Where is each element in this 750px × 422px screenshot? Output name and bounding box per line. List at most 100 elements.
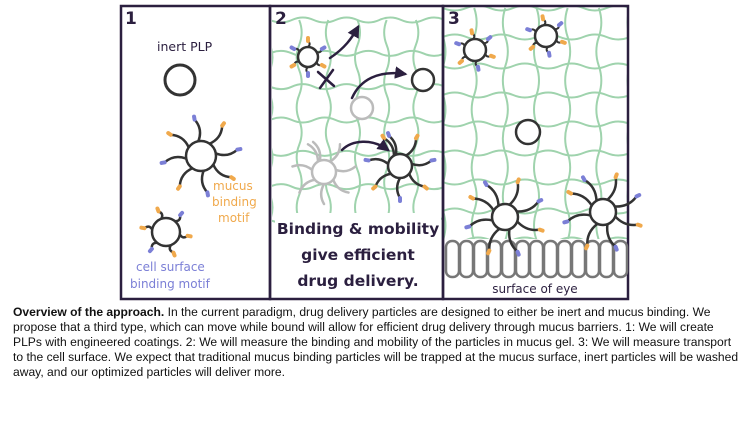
approach-figure: 1 2 3 inert PLP mucus binding motif cell… bbox=[119, 4, 643, 301]
epithelial-cell bbox=[542, 239, 559, 279]
particle-arm bbox=[331, 178, 350, 194]
binding-mobility-line-2: give efficient bbox=[301, 246, 415, 264]
binding-motif-tip bbox=[515, 177, 521, 185]
particle-core bbox=[184, 139, 218, 173]
particle-arm bbox=[471, 197, 495, 212]
binding-motif-tip bbox=[613, 244, 619, 252]
particle-arm bbox=[298, 178, 317, 194]
inert-plp-ghost bbox=[349, 95, 375, 121]
mesh-fiber bbox=[272, 16, 443, 24]
binding-motif-tip bbox=[613, 172, 619, 180]
binding-motif-tip bbox=[584, 243, 590, 251]
binding-motif-tip bbox=[581, 175, 587, 182]
binding-motif-tip bbox=[159, 160, 167, 165]
particle-arm bbox=[200, 169, 209, 194]
particle-arm bbox=[569, 192, 593, 207]
particle-core bbox=[410, 67, 436, 93]
mesh-fiber bbox=[272, 149, 443, 157]
particle-arm bbox=[178, 167, 194, 188]
particle-arm bbox=[606, 175, 618, 202]
mucus-binding-motif-label-2: binding bbox=[212, 195, 257, 209]
binding-motif-tip bbox=[155, 206, 161, 214]
binding-motif-tip bbox=[363, 157, 371, 163]
message-backdrop bbox=[275, 213, 441, 296]
mesh-fiber bbox=[444, 36, 447, 239]
mobile-plp bbox=[363, 131, 437, 203]
particle-arm bbox=[566, 213, 592, 223]
eye-surface-cells bbox=[444, 239, 629, 279]
binding-motif-tip bbox=[525, 27, 533, 33]
binding-motif-tip bbox=[220, 121, 226, 128]
particle-arm bbox=[515, 220, 542, 232]
epithelial-cell bbox=[556, 239, 573, 279]
binding-motif-tip bbox=[634, 193, 642, 199]
panel-1-number: 1 bbox=[125, 9, 137, 29]
trapped-plp-2 bbox=[525, 14, 567, 58]
mesh-fiber bbox=[444, 149, 628, 157]
panel-2-number: 2 bbox=[275, 9, 287, 29]
binding-mobility-line-1: Binding & mobility bbox=[277, 220, 439, 238]
surface-bound-plp bbox=[289, 36, 327, 78]
binding-motif-tip bbox=[536, 198, 544, 204]
mesh-fiber bbox=[501, 7, 509, 239]
particle-core bbox=[490, 202, 520, 232]
epithelial-cell bbox=[598, 239, 615, 279]
particle-core bbox=[533, 23, 559, 49]
particle-core bbox=[163, 63, 197, 97]
inert-washout-arrow bbox=[350, 66, 408, 100]
binding-motif-tip bbox=[562, 219, 570, 225]
binding-motif-tip bbox=[205, 190, 210, 198]
particle-arm bbox=[163, 155, 188, 164]
binding-motif-tip bbox=[486, 35, 493, 42]
particle-arm bbox=[583, 178, 598, 202]
caption-heading: Overview of the approach. bbox=[13, 305, 165, 319]
particle-core bbox=[514, 118, 542, 146]
coated-plp bbox=[159, 114, 243, 198]
cell-surface-binding-motif-label-2: binding motif bbox=[130, 277, 211, 291]
surface-of-eye-label: surface of eye bbox=[492, 282, 577, 296]
particle-arm bbox=[319, 182, 326, 206]
binding-motif-tip bbox=[475, 64, 481, 72]
particle-core bbox=[150, 216, 182, 248]
particle-core bbox=[462, 37, 488, 63]
binding-motif-tip bbox=[454, 41, 462, 47]
particle-core bbox=[588, 197, 618, 227]
binding-motif-tip bbox=[557, 21, 564, 28]
binding-motif-tip bbox=[319, 63, 327, 69]
cross-mark-2 bbox=[318, 68, 335, 90]
particle-arm bbox=[468, 218, 494, 228]
particle-arm bbox=[328, 143, 342, 163]
particle-arm bbox=[613, 195, 638, 208]
particle-core bbox=[310, 158, 338, 186]
particle-arm bbox=[507, 227, 519, 254]
panel-3-number: 3 bbox=[448, 9, 460, 29]
binding-motif-tip bbox=[166, 131, 173, 137]
delivered-plp-2 bbox=[562, 172, 643, 252]
mobility-arrow bbox=[340, 139, 391, 152]
binding-motif-tip bbox=[540, 14, 546, 22]
epithelial-cell bbox=[472, 239, 489, 279]
particle-core bbox=[296, 45, 320, 69]
binding-motif-tip bbox=[528, 44, 535, 51]
particle-arm bbox=[374, 172, 393, 188]
binding-motif-tip bbox=[483, 180, 489, 187]
binding-mobility-line-3: drug delivery. bbox=[297, 272, 418, 290]
mesh-fiber bbox=[444, 91, 628, 99]
particle-arm bbox=[214, 148, 239, 157]
particle-arm bbox=[208, 124, 224, 145]
binding-motif-tip bbox=[178, 210, 185, 218]
epithelial-cell bbox=[528, 239, 545, 279]
binding-motif-tip bbox=[319, 45, 327, 51]
particle-arm bbox=[488, 227, 501, 252]
mesh-fiber bbox=[466, 236, 628, 239]
inert-plp-label: inert PLP bbox=[157, 39, 213, 54]
binding-motif-tip bbox=[635, 222, 643, 228]
binding-motif-tip bbox=[171, 250, 177, 258]
binding-motif-tip bbox=[185, 233, 193, 239]
mesh-fiber bbox=[444, 6, 628, 12]
mesh-fiber bbox=[444, 178, 628, 186]
mucus-binding-motif-label-3: motif bbox=[218, 211, 250, 225]
binding-motif-tip bbox=[289, 45, 297, 51]
panel-3-frame bbox=[441, 4, 630, 301]
particle-arm bbox=[508, 180, 520, 207]
